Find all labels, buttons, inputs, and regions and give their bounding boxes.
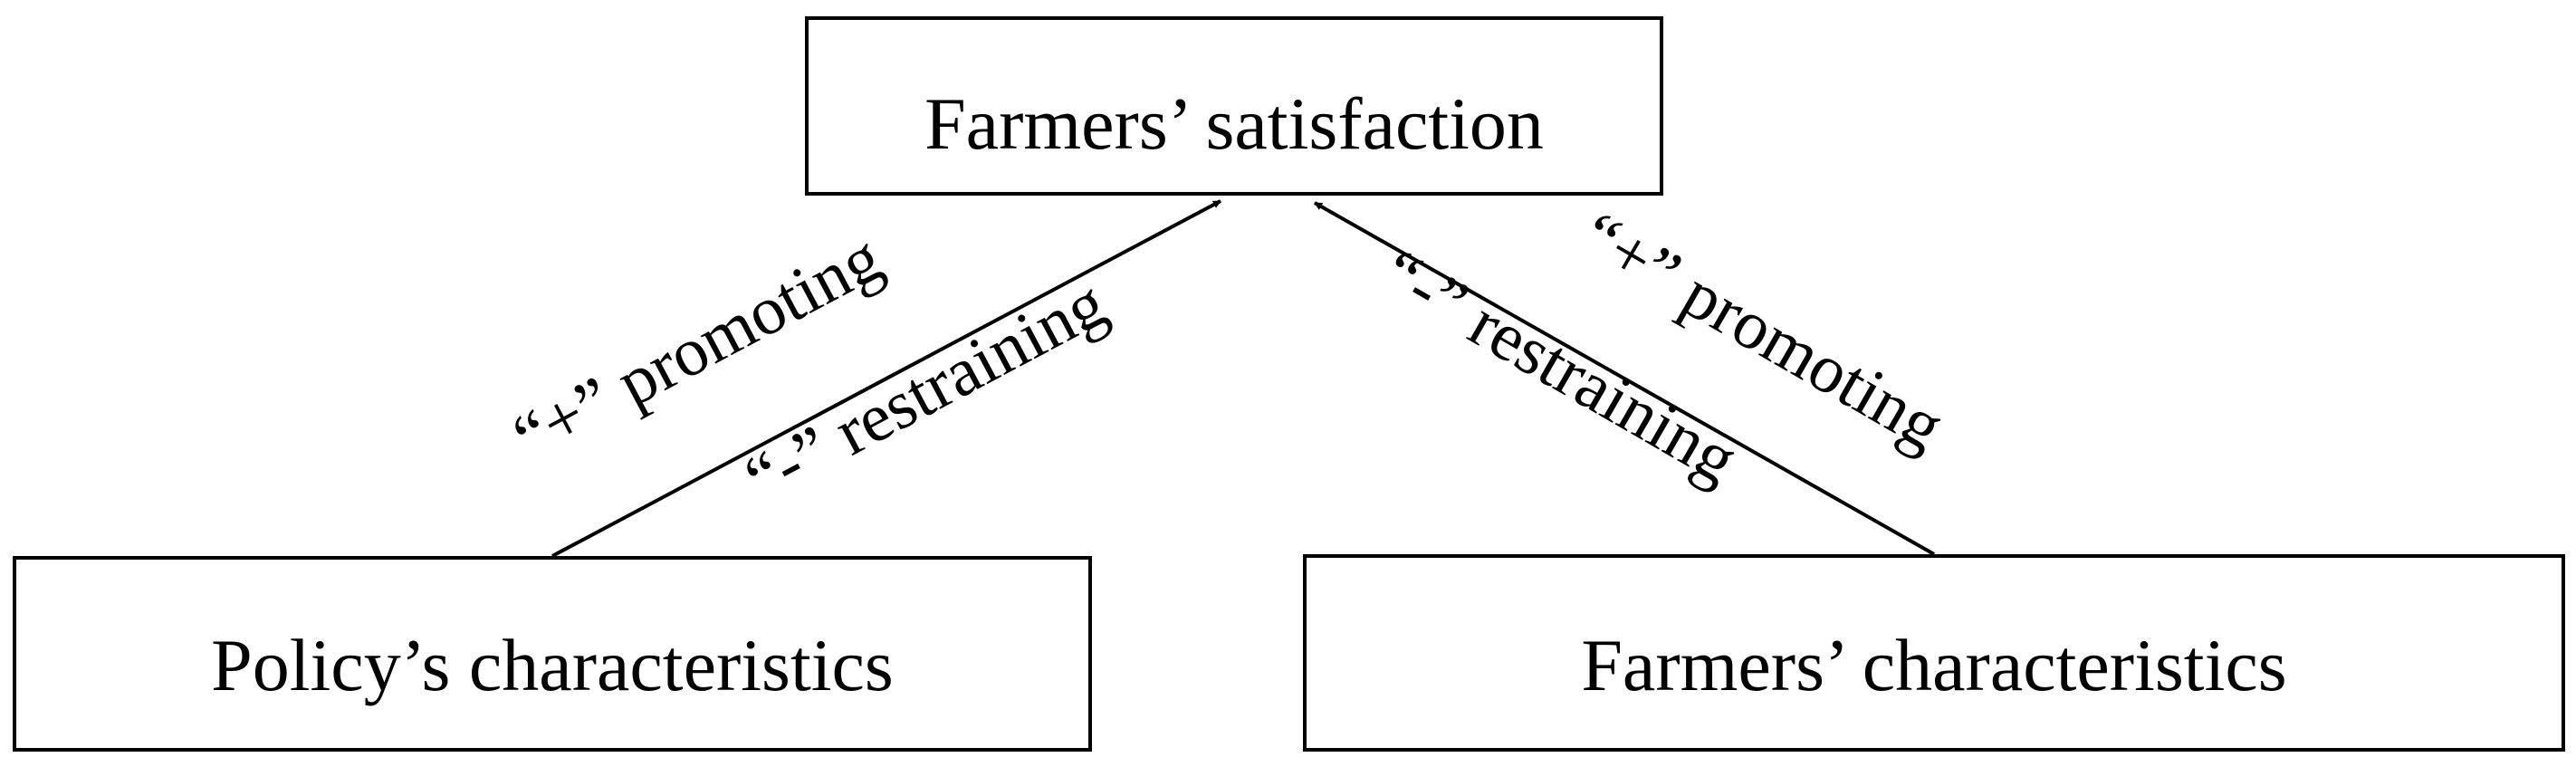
node-box: [13, 556, 1092, 752]
node-label: Policy’s characteristics: [211, 624, 894, 706]
node-box: [1303, 554, 2565, 752]
node-label: Farmers’ satisfaction: [924, 82, 1544, 165]
node-farmers-satisfaction: Farmers’ satisfaction: [805, 16, 1663, 196]
edge-policy-to-satisfaction: “+” promoting “-” restraining: [502, 199, 1221, 558]
node-policy-characteristics: Policy’s characteristics: [13, 556, 1092, 752]
arrow-line: [1314, 201, 1935, 556]
node-box: [805, 16, 1663, 196]
node-farmers-characteristics: Farmers’ characteristics: [1303, 554, 2565, 752]
arrow-line: [551, 199, 1221, 558]
node-label: Farmers’ characteristics: [1581, 624, 2286, 706]
edge-farmers-to-satisfaction: “+” promoting “-” restraining: [1314, 197, 1957, 556]
